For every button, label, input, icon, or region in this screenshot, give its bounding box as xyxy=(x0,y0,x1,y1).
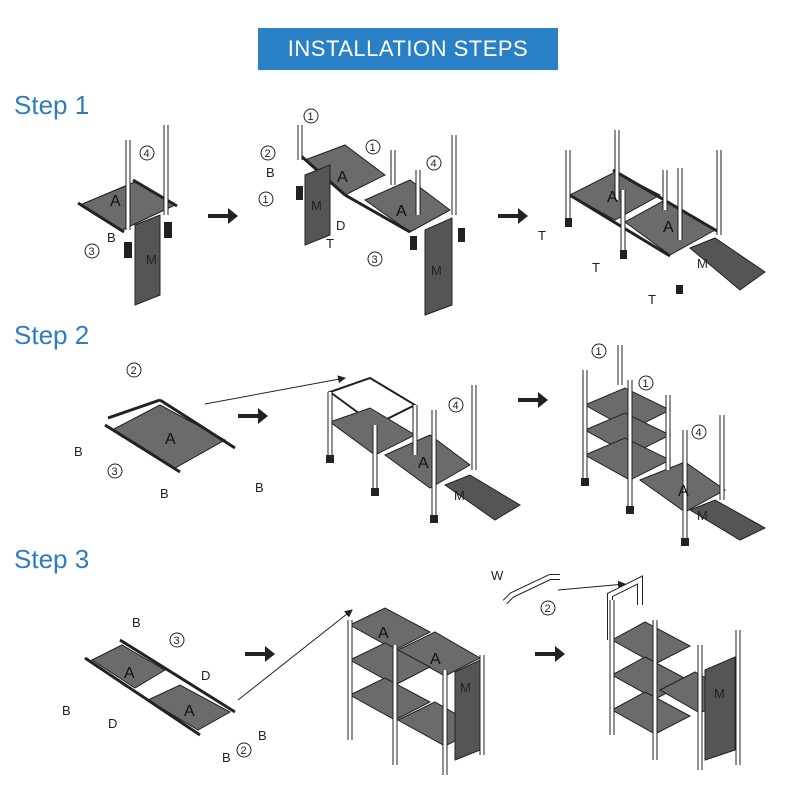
part-a-label: A xyxy=(678,483,689,500)
part-a-label: A xyxy=(396,203,407,220)
step2-diagram-c: A M 1 1 4 xyxy=(581,344,765,546)
part-m-label: M xyxy=(431,263,442,278)
step1-diagram-b: A A M M B D T 1 2 1 1 4 3 xyxy=(259,109,465,315)
part-4-label: 4 xyxy=(431,158,437,170)
part-t-label: T xyxy=(326,236,334,251)
part-a-label: A xyxy=(430,651,441,668)
part-4-label: 4 xyxy=(144,148,150,160)
part-m-label: M xyxy=(697,256,708,271)
part-t-label: T xyxy=(592,260,600,275)
part-m-label: M xyxy=(146,252,157,267)
step3-arrow-1 xyxy=(245,646,275,662)
step2-arrow-1 xyxy=(238,408,268,424)
part-2-label: 2 xyxy=(131,365,137,377)
part-a-label: A xyxy=(184,703,195,720)
part-1-label: 1 xyxy=(308,111,314,123)
step2-arrow-2 xyxy=(518,392,548,408)
part-b-label: B xyxy=(74,444,83,459)
part-d-label: D xyxy=(108,716,117,731)
part-w-label: W xyxy=(491,568,504,583)
part-1-label: 1 xyxy=(643,378,649,390)
part-a-label: A xyxy=(110,193,121,210)
part-4-label: 4 xyxy=(696,427,702,439)
part-4-label: 4 xyxy=(453,400,459,412)
step3-diagram-b: A A M xyxy=(350,608,482,775)
part-m-label: M xyxy=(460,680,471,695)
part-m-label: M xyxy=(311,198,322,213)
part-b-label: B xyxy=(255,480,264,495)
step1-diagram-c: A A M T T T xyxy=(538,130,765,307)
step3-arrow-2 xyxy=(535,646,565,662)
part-2-label: 2 xyxy=(265,148,271,160)
part-2-label: 2 xyxy=(241,745,247,757)
part-1-label: 1 xyxy=(263,194,269,206)
part-b-label: B xyxy=(132,615,141,630)
step1-arrow-2 xyxy=(498,208,528,224)
step1-arrow-1 xyxy=(208,208,238,224)
part-a-label: A xyxy=(378,625,389,642)
part-t-label: T xyxy=(538,228,546,243)
step1-diagram-a: A B M 4 3 xyxy=(78,125,177,305)
part-3-label: 3 xyxy=(174,635,180,647)
step3-diagram-c: W 2 M xyxy=(491,568,738,770)
step2-diagram-b: A M 4 xyxy=(326,378,520,523)
part-m-label: M xyxy=(714,686,725,701)
part-t-label: T xyxy=(648,292,656,307)
part-b-label: B xyxy=(222,750,231,765)
part-b-label: B xyxy=(258,728,267,743)
part-a-label: A xyxy=(663,219,674,236)
part-a-label: A xyxy=(418,455,429,472)
part-d-label: D xyxy=(336,218,345,233)
part-2-label: 2 xyxy=(545,603,551,615)
part-a-label: A xyxy=(337,169,348,186)
part-b-label: B xyxy=(160,486,169,501)
part-a-label: A xyxy=(124,665,135,682)
part-b-label: B xyxy=(107,230,116,245)
part-m-label: M xyxy=(697,508,708,523)
part-1-label: 1 xyxy=(370,142,376,154)
part-b-label: B xyxy=(62,703,71,718)
part-a-label: A xyxy=(607,189,618,206)
part-3-label: 3 xyxy=(372,254,378,266)
part-3-label: 3 xyxy=(112,466,118,478)
part-m-label: M xyxy=(454,488,465,503)
step3-diagram-a: A A B B B B D D 3 2 xyxy=(62,610,352,765)
part-1-label: 1 xyxy=(596,346,602,358)
part-b-label: B xyxy=(266,165,275,180)
part-d-label: D xyxy=(201,668,210,683)
part-a-label: A xyxy=(165,431,176,448)
part-3-label: 3 xyxy=(89,246,95,258)
step2-diagram-a: A B B B 2 3 xyxy=(74,363,345,501)
